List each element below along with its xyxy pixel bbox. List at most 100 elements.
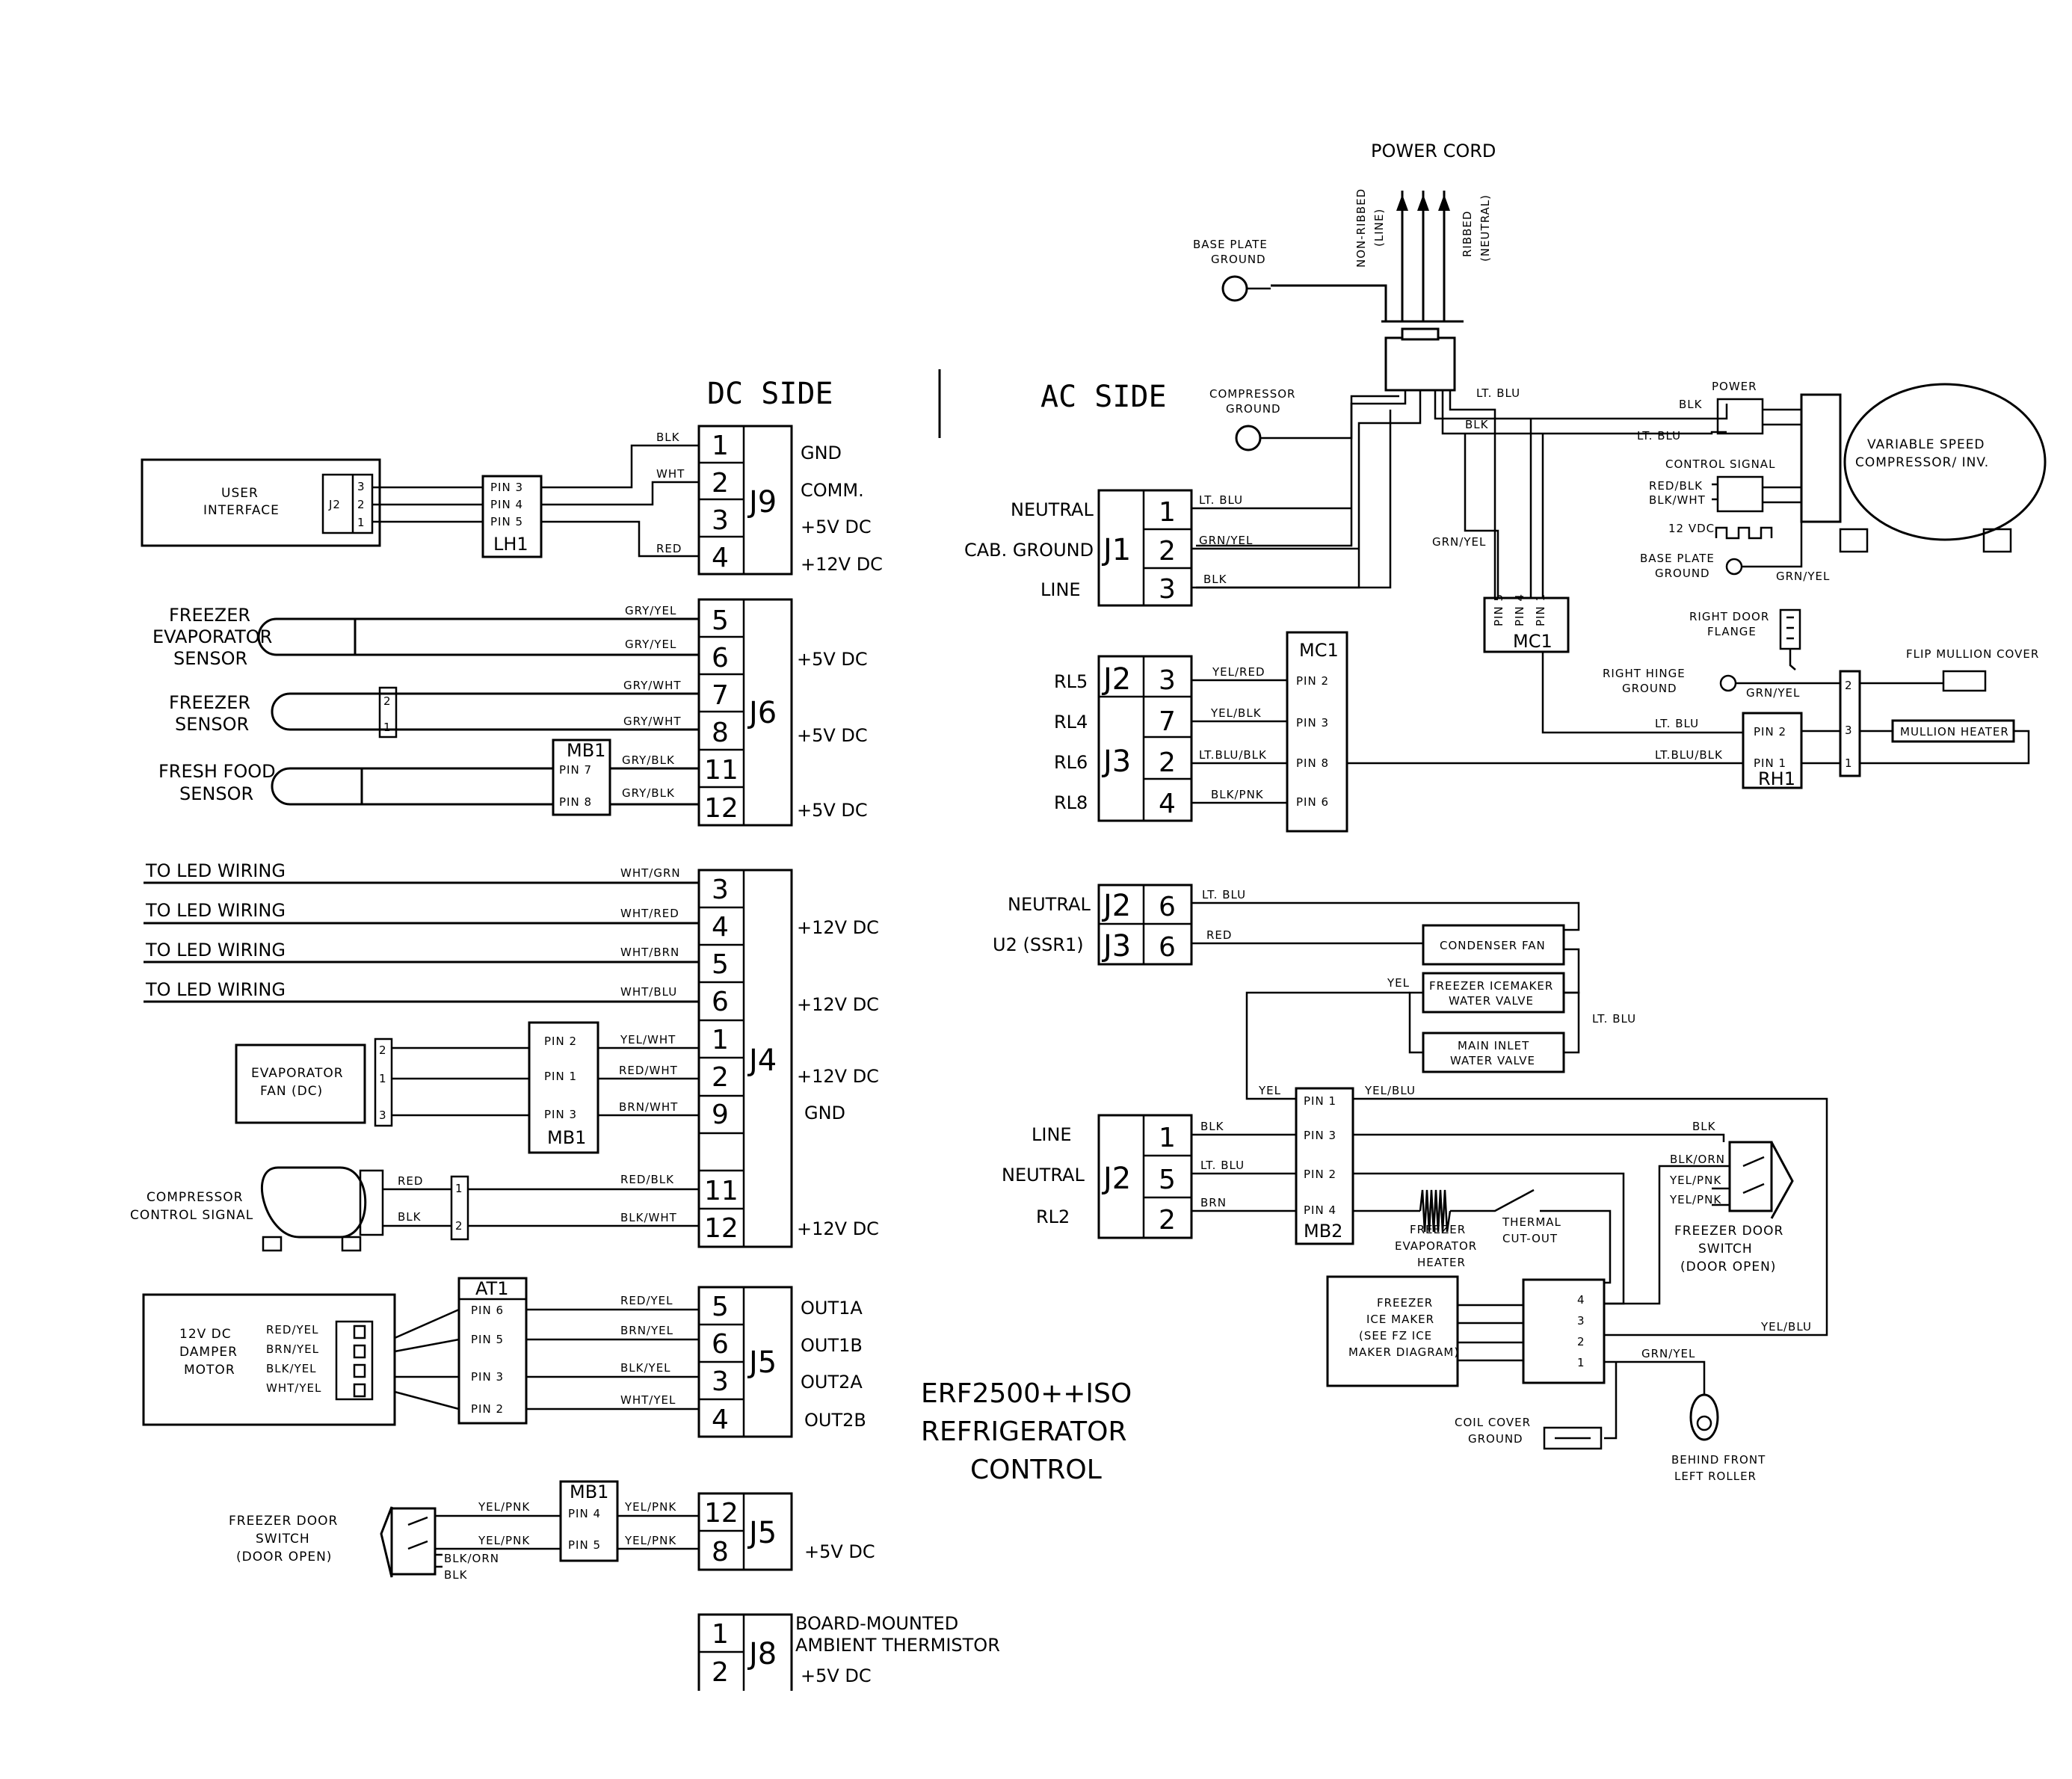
svg-text:2: 2 <box>1845 679 1853 692</box>
svg-text:PIN 8: PIN 8 <box>1296 756 1329 770</box>
svg-text:1: 1 <box>712 1619 729 1650</box>
svg-text:9: 9 <box>712 1100 729 1130</box>
svg-text:2: 2 <box>1159 747 1176 778</box>
connector-j5-door: 12 8 J5 <box>697 1492 793 1571</box>
svg-text:POWER CORD: POWER CORD <box>1371 141 1496 161</box>
svg-text:NEUTRAL: NEUTRAL <box>1011 499 1094 520</box>
svg-text:BLK/YEL: BLK/YEL <box>266 1362 317 1375</box>
svg-text:BRN: BRN <box>1200 1196 1227 1209</box>
svg-text:12V DC: 12V DC <box>179 1327 232 1342</box>
svg-text:2: 2 <box>357 498 366 511</box>
svg-text:RED: RED <box>1206 928 1232 942</box>
svg-text:3: 3 <box>1845 724 1853 737</box>
svg-text:CONTROL: CONTROL <box>970 1455 1102 1485</box>
svg-text:MOTOR: MOTOR <box>184 1363 235 1378</box>
svg-text:U2 (SSR1): U2 (SSR1) <box>993 934 1084 955</box>
connector-j2-j3-fan: 6 6 J2 J3 <box>1097 884 1193 966</box>
svg-text:TO LED WIRING: TO LED WIRING <box>145 979 286 1000</box>
svg-text:TO LED WIRING: TO LED WIRING <box>145 940 286 961</box>
svg-text:7: 7 <box>1159 706 1176 737</box>
svg-text:POWER: POWER <box>1712 380 1757 393</box>
svg-text:BLK: BLK <box>656 431 680 444</box>
svg-text:PIN 7: PIN 7 <box>559 763 592 777</box>
svg-text:THERMAL: THERMAL <box>1502 1215 1561 1229</box>
svg-text:+5V DC: +5V DC <box>804 1541 875 1562</box>
connector-mb1-sensor: MB1 PIN 7 PIN 8 <box>552 739 611 816</box>
ff-sensor-wire <box>271 767 553 806</box>
svg-text:BLK/ORN: BLK/ORN <box>444 1552 499 1565</box>
svg-text:RIBBED: RIBBED <box>1461 211 1474 257</box>
svg-text:LT.BLU/BLK: LT.BLU/BLK <box>1655 748 1723 762</box>
svg-text:RIGHT HINGE: RIGHT HINGE <box>1603 667 1686 680</box>
svg-text:PIN 8: PIN 8 <box>559 795 592 809</box>
svg-text:YEL/WHT: YEL/WHT <box>620 1033 676 1046</box>
svg-text:BRN/YEL: BRN/YEL <box>266 1342 319 1356</box>
svg-text:RL8: RL8 <box>1054 792 1088 813</box>
svg-text:VARIABLE SPEED: VARIABLE SPEED <box>1867 437 1985 452</box>
svg-text:6: 6 <box>712 643 729 673</box>
svg-text:1: 1 <box>1577 1356 1585 1369</box>
svg-text:BOARD-MOUNTED: BOARD-MOUNTED <box>795 1613 958 1634</box>
svg-text:YEL/PNK: YEL/PNK <box>1669 1174 1721 1187</box>
svg-text:LINE: LINE <box>1032 1124 1072 1145</box>
svg-text:GRY/WHT: GRY/WHT <box>623 715 682 728</box>
j5-label: J5 <box>747 1345 777 1380</box>
base-plate-ground-top: BASE PLATE GROUND <box>1193 238 1271 302</box>
svg-text:MAKER DIAGRAM): MAKER DIAGRAM) <box>1348 1345 1459 1359</box>
svg-text:PIN 2: PIN 2 <box>1754 725 1786 739</box>
connector-j5: 5 6 3 4 J5 <box>697 1286 793 1438</box>
svg-text:YEL/PNK: YEL/PNK <box>478 1534 530 1547</box>
svg-text:WHT: WHT <box>656 467 685 481</box>
connector-rh1: PIN 2 PIN 1 RH1 <box>1742 712 1803 789</box>
j9-comm: COMM. <box>801 480 864 501</box>
svg-text:2: 2 <box>383 694 392 708</box>
svg-text:LT. BLU: LT. BLU <box>1200 1159 1245 1172</box>
svg-text:GRN/YEL: GRN/YEL <box>1746 686 1800 700</box>
svg-text:1: 1 <box>1159 1123 1176 1153</box>
fz-sensor-wire <box>271 692 699 731</box>
svg-text:WHT/GRN: WHT/GRN <box>620 866 681 880</box>
svg-text:PIN 6: PIN 6 <box>1296 795 1329 809</box>
svg-text:COIL COVER: COIL COVER <box>1455 1416 1531 1429</box>
svg-text:7: 7 <box>712 680 729 711</box>
j9-5v: +5V DC <box>801 517 872 537</box>
svg-text:PIN 1: PIN 1 <box>544 1070 577 1083</box>
connector-j4: 3 4 5 6 1 2 9 11 12 J4 <box>697 869 793 1248</box>
connector-mc1-relay: MC1 PIN 2 PIN 3 PIN 8 PIN 6 <box>1286 631 1348 833</box>
svg-text:PIN 1: PIN 1 <box>1534 593 1547 626</box>
svg-text:3: 3 <box>712 505 729 536</box>
svg-text:FREEZER: FREEZER <box>169 605 250 626</box>
svg-text:4: 4 <box>1577 1293 1585 1307</box>
svg-text:LT. BLU: LT. BLU <box>1199 493 1243 507</box>
right-door-flange: RIGHT DOOR FLANGE <box>1689 608 1801 670</box>
svg-text:MC1: MC1 <box>1513 631 1553 652</box>
svg-text:BASE PLATE: BASE PLATE <box>1193 238 1268 251</box>
svg-text:4: 4 <box>712 912 729 943</box>
svg-text:LH1: LH1 <box>493 534 528 555</box>
svg-text:BRN/YEL: BRN/YEL <box>620 1324 673 1337</box>
connector-lh1: PIN 3 PIN 4 PIN 5 LH1 <box>481 475 543 558</box>
svg-text:5: 5 <box>1159 1165 1176 1195</box>
svg-text:GRN/YEL: GRN/YEL <box>1641 1347 1695 1360</box>
connector-j6: 5 6 7 8 11 12 J6 <box>697 598 793 827</box>
svg-text:INTERFACE: INTERFACE <box>203 503 280 518</box>
svg-text:MB1: MB1 <box>570 1482 608 1502</box>
svg-text:RL2: RL2 <box>1036 1206 1070 1227</box>
svg-text:PIN 3: PIN 3 <box>471 1370 504 1384</box>
variable-speed-compressor: VARIABLE SPEED COMPRESSOR/ INV. <box>1839 383 2047 553</box>
svg-text:AT1: AT1 <box>475 1278 508 1299</box>
svg-text:GRY/WHT: GRY/WHT <box>623 679 682 692</box>
j4-label: J4 <box>747 1043 777 1078</box>
svg-text:YEL/BLK: YEL/BLK <box>1210 706 1262 720</box>
base-plate-ground-comp: BASE PLATE GROUND GRN/YEL <box>1640 522 1829 583</box>
svg-text:RIGHT DOOR: RIGHT DOOR <box>1689 610 1769 623</box>
svg-text:MAIN INLET: MAIN INLET <box>1458 1039 1529 1052</box>
svg-text:YEL/PNK: YEL/PNK <box>478 1500 530 1514</box>
svg-text:WHT/BLU: WHT/BLU <box>620 985 677 999</box>
svg-text:1: 1 <box>357 516 366 529</box>
j6-5v-c: +5V DC <box>797 800 868 821</box>
diagram-title: ERF2500++ISO REFRIGERATOR CONTROL <box>921 1378 1132 1485</box>
svg-text:J2: J2 <box>1101 662 1131 697</box>
svg-text:GROUND: GROUND <box>1211 253 1266 266</box>
